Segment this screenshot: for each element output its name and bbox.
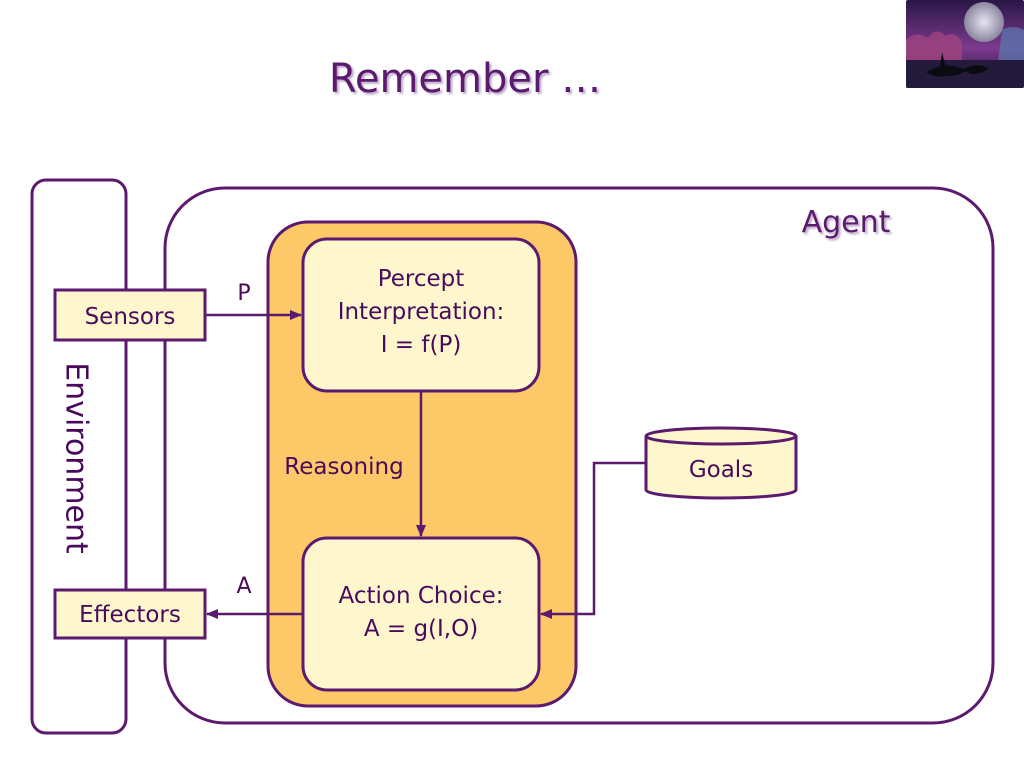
action-line-1: Action Choice:	[338, 583, 504, 609]
decorative-night-scene-image	[906, 0, 1024, 88]
sensors-label: Sensors	[85, 304, 176, 330]
percept-line-1: Percept	[377, 266, 465, 292]
action-choice-text: Action Choice: A = g(I,O)	[303, 580, 539, 646]
action-line-2: A = g(I,O)	[363, 616, 479, 642]
reasoning-label: Reasoning	[284, 454, 403, 480]
agent-label: Agent	[802, 205, 891, 240]
goals-to-action-arrow	[540, 461, 646, 619]
action-label: A	[236, 574, 251, 599]
percept-interpretation-text: Percept Interpretation: I = f(P)	[303, 263, 539, 362]
percept-label: P	[237, 281, 250, 306]
percept-line-2: Interpretation:	[337, 299, 505, 325]
percept-line-3: I = f(P)	[380, 332, 462, 358]
slide-title: Remember …	[328, 56, 602, 102]
sensors-box	[53, 288, 207, 342]
environment-label: Environment	[58, 362, 94, 554]
effectors-box	[53, 588, 207, 640]
goals-label: Goals	[689, 457, 753, 483]
effectors-label: Effectors	[79, 602, 181, 628]
goals-database-cylinder	[644, 426, 798, 500]
